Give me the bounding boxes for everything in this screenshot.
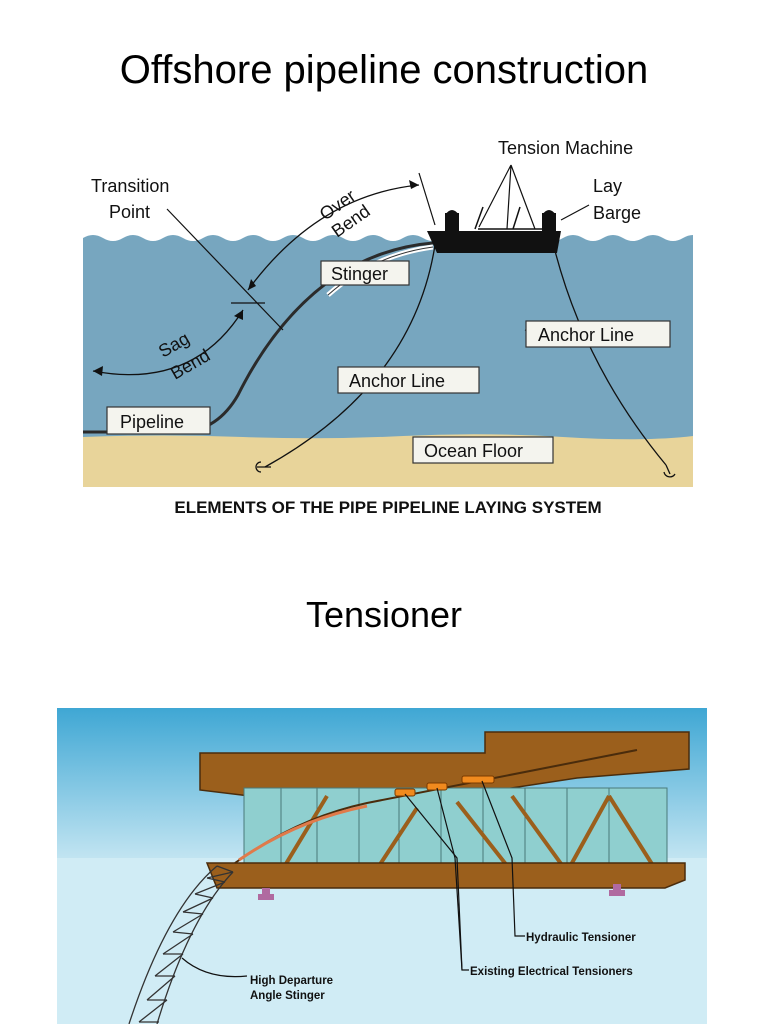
anchor-right-icon (663, 464, 676, 478)
pipeline-box: Pipeline (106, 406, 211, 435)
sea-water (83, 235, 693, 445)
tensioner-diagram: Hydraulic Tensioner Existing Electrical … (57, 708, 707, 1024)
anchor-line-right (552, 242, 667, 466)
hydraulic-tensioner (461, 775, 495, 784)
anchor-line-right-box: Anchor Line (525, 320, 671, 348)
tensioner-leaders (181, 780, 525, 978)
thruster-right (613, 884, 621, 892)
section-title: Tensioner (305, 594, 463, 635)
electrical-tensioner-1 (394, 788, 416, 797)
point-label: Point (109, 202, 150, 222)
thruster-left (262, 888, 270, 896)
barge-label: Barge (593, 203, 641, 223)
anchor-left-icon (255, 461, 271, 473)
ocean-floor-sand (83, 434, 693, 487)
sag-bend-arrow (92, 309, 244, 376)
tension-machine-left (445, 213, 459, 231)
tension-machine-right (542, 213, 556, 231)
truss-braces (279, 794, 659, 874)
sky-area (83, 125, 693, 240)
transition-label: Transition (91, 176, 169, 196)
over-bend-arrow (247, 184, 420, 291)
lay-label: Lay (593, 176, 622, 196)
pipeline (83, 241, 434, 434)
svg-text:Stinger: Stinger (331, 264, 388, 284)
page-title: Offshore pipeline construction (119, 48, 649, 92)
svg-text:Anchor Line: Anchor Line (538, 325, 634, 345)
stinger-label-line2: Angle Stinger (250, 990, 325, 1002)
electrical-tensioners-label: Existing Electrical Tensioners (470, 966, 633, 978)
barge-cranes (474, 206, 543, 230)
caption-band (83, 487, 693, 525)
hydraulic-tensioner-label: Hydraulic Tensioner (526, 932, 636, 944)
svg-text:Anchor Line: Anchor Line (349, 371, 445, 391)
lay-barge (427, 231, 561, 253)
leader-lines (166, 164, 590, 336)
diagram-caption: ELEMENTS OF THE PIPE PIPELINE LAYING SYS… (174, 498, 601, 517)
tension-machine-label: Tension Machine (498, 138, 633, 158)
svg-text:Pipeline: Pipeline (120, 412, 184, 432)
stinger-label-line1: High Departure (250, 975, 333, 987)
svg-text:Ocean Floor: Ocean Floor (424, 441, 523, 461)
stinger-box: Stinger (320, 260, 410, 286)
barge-hull (205, 862, 686, 889)
pipe-laying-diagram: Tension Machine Lay Barge Transition Poi… (83, 125, 693, 525)
ocean-floor-box: Ocean Floor (412, 436, 554, 464)
anchor-line-center-box: Anchor Line (337, 366, 480, 394)
stinger-lattice (128, 865, 234, 1024)
